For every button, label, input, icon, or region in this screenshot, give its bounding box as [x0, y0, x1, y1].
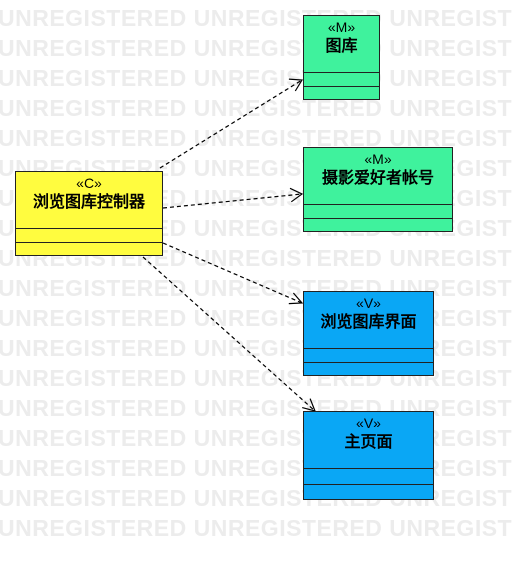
attribute-compartment-divider: [304, 348, 433, 349]
dependency-controller-to-home-view: [142, 256, 316, 412]
operation-compartment-divider: [304, 218, 452, 219]
class-header: «C» 浏览图库控制器: [16, 172, 162, 212]
stereotype-label: «V»: [356, 415, 381, 431]
class-controller[interactable]: «C» 浏览图库控制器: [15, 171, 163, 256]
class-account[interactable]: «M» 摄影爱好者帐号: [303, 147, 453, 232]
class-name: 主页面: [344, 432, 393, 451]
attribute-compartment-divider: [304, 468, 433, 469]
class-name: 浏览图库控制器: [32, 192, 145, 211]
stereotype-label: «M»: [327, 19, 356, 35]
dependency-controller-to-browse-view: [162, 242, 304, 305]
attribute-compartment-divider: [304, 204, 452, 205]
operation-compartment-divider: [304, 362, 433, 363]
class-gallery[interactable]: «M» 图库: [303, 15, 380, 100]
operation-compartment-divider: [304, 484, 433, 485]
attribute-compartment-divider: [304, 72, 379, 73]
dependency-controller-to-gallery: [159, 78, 304, 169]
operation-compartment-divider: [16, 242, 162, 243]
attribute-compartment-divider: [16, 228, 162, 229]
class-home-view[interactable]: «V» 主页面: [303, 411, 434, 500]
class-header: «V» 浏览图库界面: [304, 292, 433, 332]
class-header: «V» 主页面: [304, 412, 433, 452]
class-browse-view[interactable]: «V» 浏览图库界面: [303, 291, 434, 376]
class-name: 摄影爱好者帐号: [321, 168, 434, 187]
class-header: «M» 摄影爱好者帐号: [304, 148, 452, 188]
class-name: 图库: [325, 36, 358, 55]
class-header: «M» 图库: [304, 16, 379, 56]
class-name: 浏览图库界面: [320, 312, 417, 331]
dependency-controller-to-account: [162, 187, 304, 209]
stereotype-label: «V»: [356, 295, 381, 311]
stereotype-label: «M»: [364, 151, 392, 167]
stereotype-label: «C»: [76, 175, 102, 191]
operation-compartment-divider: [304, 86, 379, 87]
